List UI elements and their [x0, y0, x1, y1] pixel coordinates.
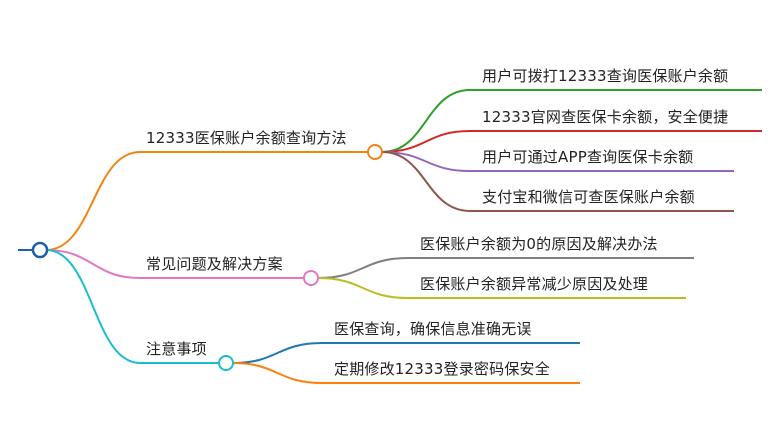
leaf-label-alipay-wechat[interactable]: 支付宝和微信可查医保账户余额 [482, 188, 695, 206]
branch-0-connector [45, 151, 141, 251]
leaf-label-change-password[interactable]: 定期修改12333登录密码保安全 [334, 360, 550, 378]
leaf-1-1-connector [317, 277, 409, 299]
leaf-label-zero-balance[interactable]: 医保账户余额为0的原因及解决办法 [420, 235, 658, 253]
branch-label-notes[interactable]: 注意事项 [146, 340, 207, 358]
branch-label-faq[interactable]: 常见问题及解决方案 [146, 255, 283, 273]
branch-2-connector [45, 249, 141, 364]
leaf-2-0-connector [232, 342, 323, 364]
leaf-label-hotline[interactable]: 用户可拨打12333查询医保账户余额 [482, 67, 729, 85]
leaf-label-accurate-info[interactable]: 医保查询，确保信息准确无误 [334, 320, 532, 338]
branch-1-connector [45, 249, 141, 279]
leaf-0-0-connector [381, 89, 471, 153]
branch-label-query-methods[interactable]: 12333医保账户余额查询方法 [146, 129, 347, 147]
leaf-0-1-connector [381, 130, 471, 153]
leaf-0-3-connector [381, 151, 471, 212]
branch-2-node [218, 355, 234, 371]
leaf-0-2-connector [381, 151, 471, 172]
root-node [31, 241, 49, 259]
branch-0-node [367, 144, 383, 160]
leaf-1-0-connector [317, 257, 409, 279]
leaf-label-abnormal-decrease[interactable]: 医保账户余额异常减少原因及处理 [420, 275, 649, 293]
leaf-label-website[interactable]: 12333官网查医保卡余额，安全便捷 [482, 108, 729, 126]
branch-1-node [303, 270, 319, 286]
leaf-label-app[interactable]: 用户可通过APP查询医保卡余额 [482, 148, 694, 166]
leaf-2-1-connector [232, 362, 323, 384]
